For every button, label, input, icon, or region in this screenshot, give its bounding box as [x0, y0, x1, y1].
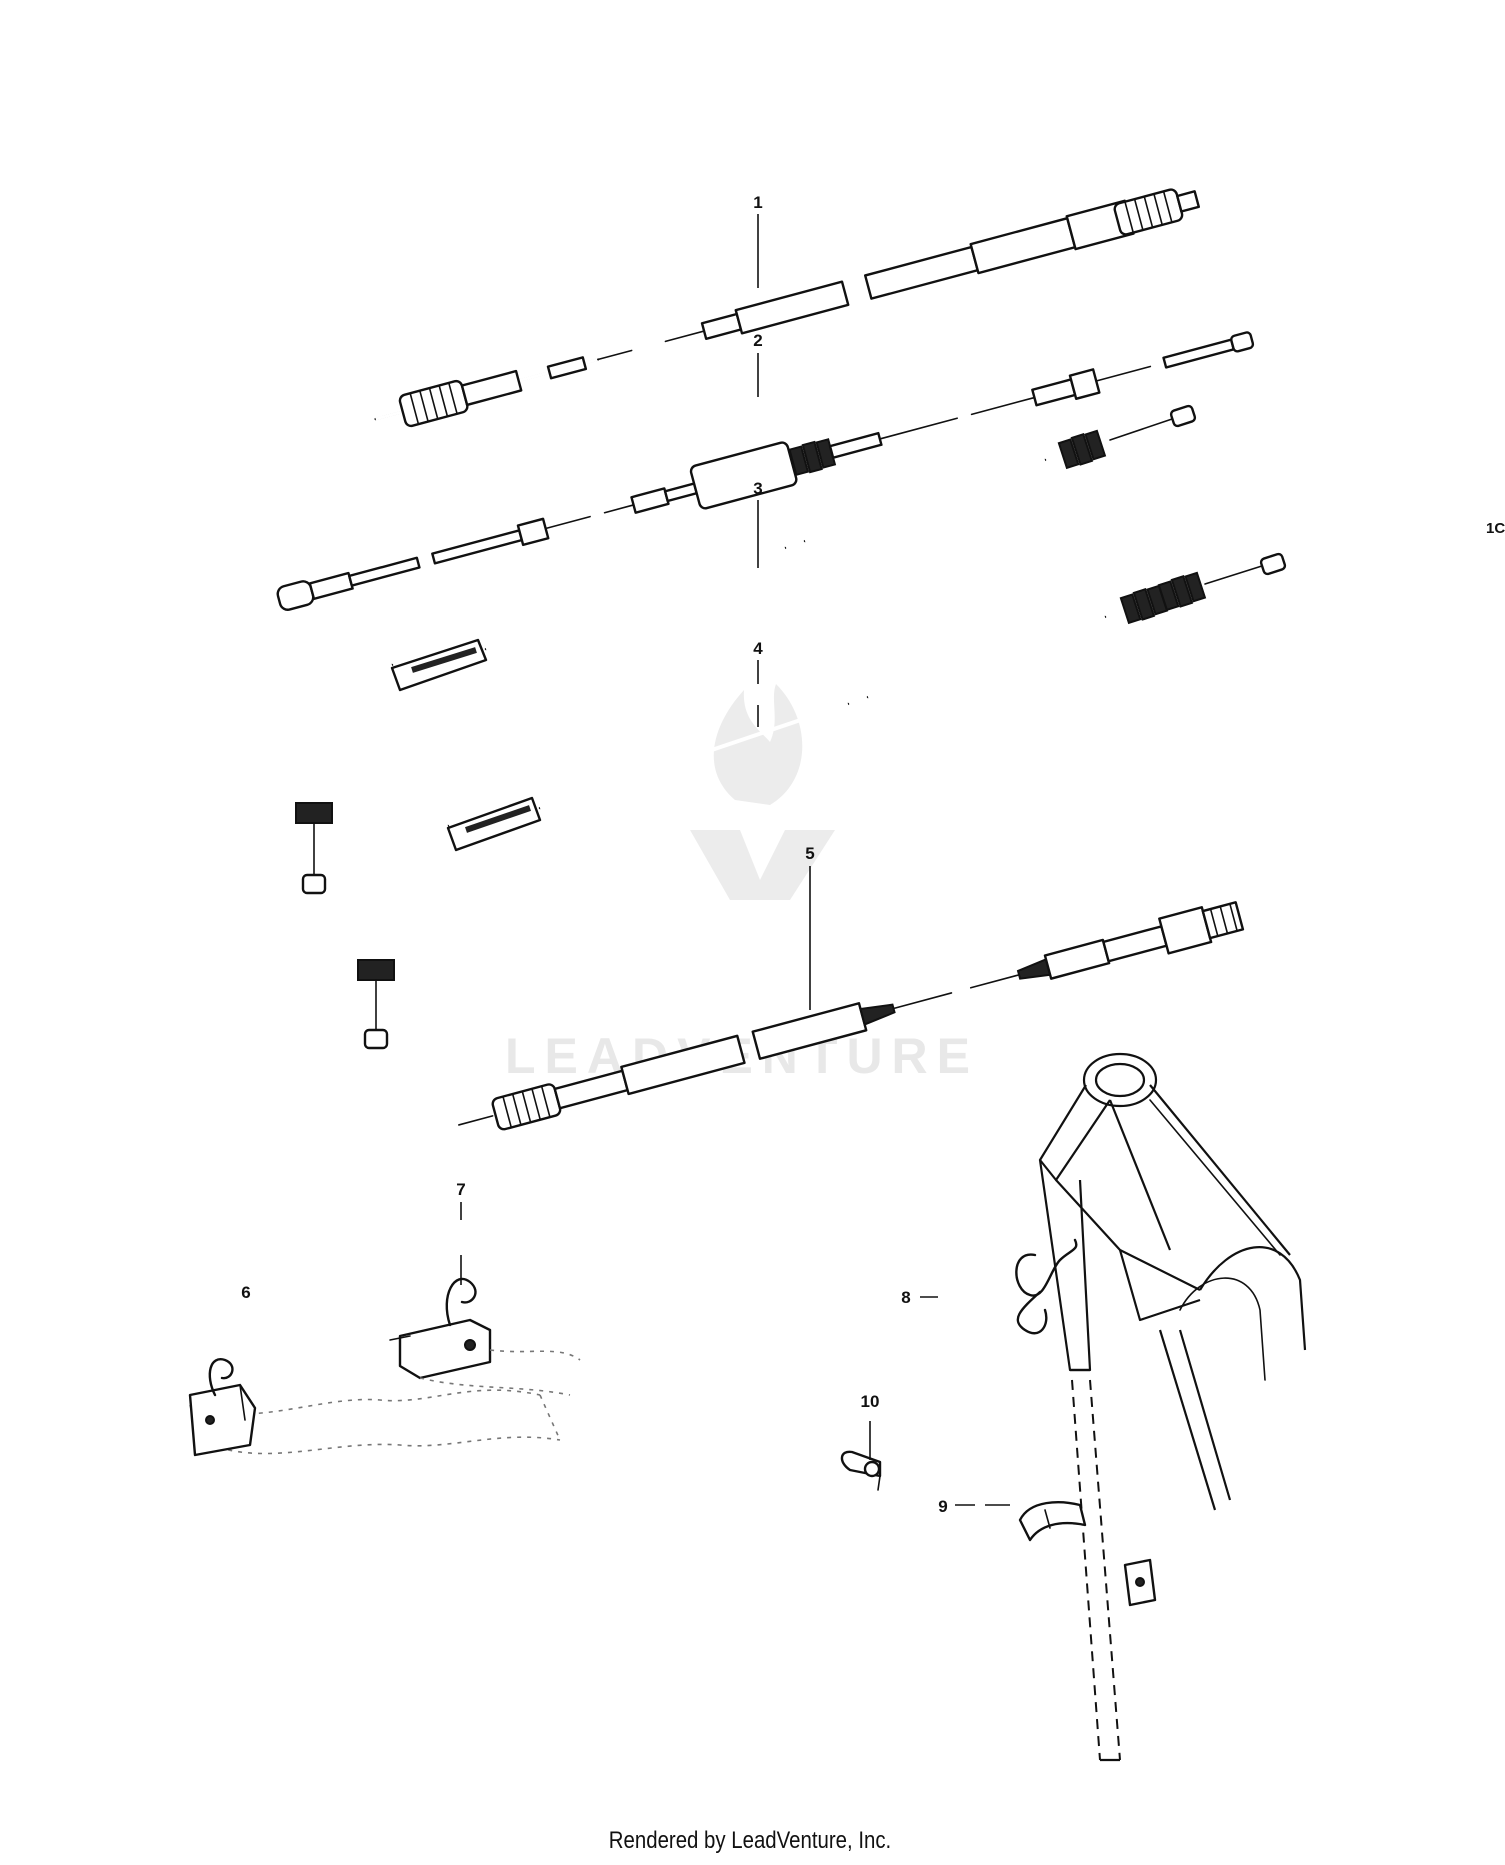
callout-3: 3 [753, 479, 762, 498]
callout-8: 8 [901, 1288, 910, 1307]
callout-9: 9 [938, 1497, 947, 1516]
callout-4: 4 [753, 639, 763, 658]
callout-2: 2 [753, 331, 762, 350]
callout-6: 6 [241, 1283, 250, 1302]
clip-8 [1015, 1238, 1078, 1335]
clip-6 [188, 1358, 561, 1457]
clip-7 [389, 1277, 581, 1396]
clamp-9 [1018, 1501, 1087, 1542]
cable-1 [374, 187, 1200, 429]
edge-callout-fragment: 1C [1486, 520, 1505, 537]
frame-section [1038, 1052, 1307, 1762]
cable-3 [295, 404, 1197, 895]
footer-credit: Rendered by LeadVenture, Inc. [608, 1827, 892, 1854]
callout-10: 10 [861, 1392, 880, 1411]
cable-4 [357, 552, 1287, 1050]
cable-5 [458, 901, 1245, 1132]
callout-5: 5 [805, 844, 814, 863]
callout-7: 7 [456, 1180, 465, 1199]
leadventure-watermark: LEADVENTURE [505, 684, 970, 1084]
clamp-10 [840, 1450, 882, 1491]
callout-1: 1 [753, 193, 762, 212]
cable-2 [276, 331, 1255, 611]
